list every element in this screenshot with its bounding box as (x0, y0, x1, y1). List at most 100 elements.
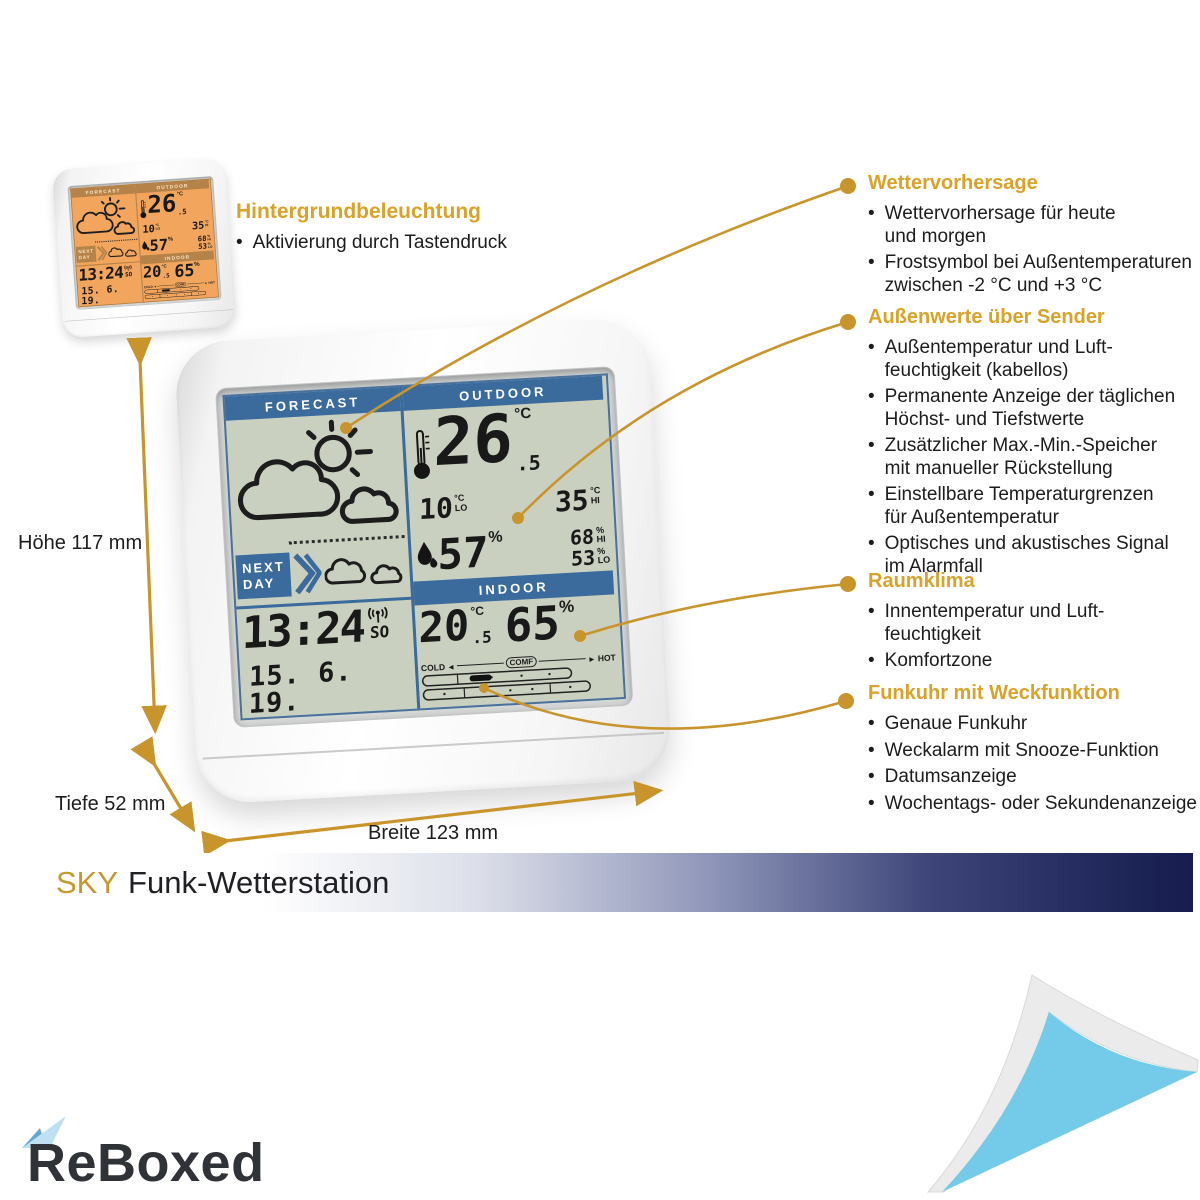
arrow-left-icon (447, 661, 455, 671)
comfort-cold-label: COLD (420, 661, 446, 673)
percent-sign: % (558, 596, 575, 617)
outdoor-humidity: 57 % 68 %HI 53 %LO (415, 523, 611, 580)
annotation-bullet: Weckalarm mit Snooze-Funktion (868, 740, 1198, 763)
annotation-title: Außenwerte über Sender (868, 306, 1105, 328)
clock-time: 13:24 (78, 263, 124, 285)
outdoor-low-value: 10 (418, 491, 454, 527)
indoor-temp-decimal: .5 (162, 271, 170, 280)
device-body: FORECAST OUTDOOR INDOOR (173, 317, 673, 805)
depth-dimension-label: Tiefe 52 mm (55, 793, 166, 815)
next-day-line1: NEXT (241, 558, 286, 576)
annotation-bullet: Genaue Funkuhr (868, 713, 1198, 736)
annotation-bullet: Frostsymbol bei Außentemperaturen zwisch… (868, 252, 1198, 297)
radio-signal-icon (124, 265, 132, 271)
date-display: 15. 6. 19. (248, 656, 353, 720)
annotation-bullet: Komfortzone (868, 650, 1198, 673)
indoor-values: 20 °C.5 65 % (142, 260, 215, 282)
next-day-indicator: NEXT DAY (75, 242, 140, 265)
annotation-bullet: Einstellbare Temperaturgrenzen für Außen… (868, 484, 1198, 529)
low-tag: LO (454, 502, 468, 514)
sun-behind-clouds-icon (237, 419, 399, 524)
annotation-title: Wettervorhersage (868, 172, 1038, 194)
clock-time: 13:24 (241, 601, 365, 660)
next-day-arrow-icon (96, 245, 108, 261)
indoor-humidity-value: 65 (504, 595, 561, 653)
backlight-bullet: Aktivierung durch Tastendruck (236, 232, 566, 255)
annotation-aussenwerte: Außenwerte über Sender Außentemperatur u… (868, 306, 1198, 582)
comfort-scale-bar (144, 290, 207, 300)
screen-bezel: FORECAST OUTDOOR INDOOR (67, 176, 222, 310)
sun-behind-clouds-icon (76, 196, 136, 235)
backlight-title: Hintergrundbeleuchtung (236, 200, 481, 223)
annotation-bullet: Datumsanzeige (868, 766, 1198, 789)
comfort-cold-label: COLD (143, 284, 153, 289)
annotation-bullet: Permanente Anzeige der täglichen Höchst-… (868, 386, 1198, 431)
next-day-label: NEXT DAY (235, 552, 292, 600)
height-dimension-label: Höhe 117 mm (18, 532, 143, 554)
outdoor-temperature: 26 °C .5 (432, 399, 542, 482)
humidity-low-value: 53 (571, 544, 596, 571)
outdoor-temp-value: 26 (432, 399, 514, 482)
device-base-seam (202, 731, 665, 760)
annotation-bullet: Wettervorhersage für heute und morgen (868, 203, 1198, 248)
outdoor-humidity: 57 % 68 %HI 53 %LO (141, 234, 213, 255)
page-curl-front (942, 1012, 1197, 1192)
next-day-arrow-icon (293, 553, 323, 595)
indoor-humidity-value: 65 (174, 259, 195, 282)
indoor-label: INDOOR (478, 578, 550, 598)
outdoor-humidity-value: 57 (149, 235, 168, 255)
next-day-label: NEXT DAY (75, 245, 97, 264)
weather-station-device: FORECAST OUTDOOR INDOOR (173, 317, 673, 805)
humidity-high-value: 68 (570, 523, 595, 550)
low-tag: LO (155, 226, 161, 231)
page-curl-graphic (926, 974, 1199, 1193)
logo-fold-icon (22, 1116, 66, 1148)
forecast-label: FORECAST (264, 393, 361, 415)
clock-area: 13:24 SO 15. 6. 1 (239, 601, 417, 720)
high-tag: HI (590, 494, 601, 506)
next-day-clouds-icon (108, 247, 137, 258)
next-day-clouds-icon (324, 558, 403, 585)
clock-area: 13:24 SO 15. 6. 1 (77, 263, 142, 307)
lcd-screen: FORECAST OUTDOOR INDOOR (222, 373, 627, 721)
comfort-mid-label: COMF (505, 655, 538, 669)
forecast-label: FORECAST (85, 187, 121, 196)
outdoor-temp-value: 26 (147, 188, 177, 219)
arrow-right-icon (588, 653, 596, 663)
comfort-zone-scale: COLD COMF HOT (143, 280, 216, 300)
weekday: SO (125, 270, 133, 278)
outdoor-low-value: 10 (142, 222, 155, 236)
weather-station-backlit-mini: FORECAST OUTDOOR INDOOR (52, 157, 237, 339)
height-dimension-arrow (126, 337, 167, 735)
width-dimension-label: Breite 123 mm (368, 822, 499, 844)
device-body: FORECAST OUTDOOR INDOOR (52, 157, 237, 339)
next-day-line2: DAY (78, 254, 91, 261)
backlight-annotation: Hintergrundbeleuchtung Aktivierung durch… (236, 200, 566, 259)
annotation-bullet: Innentemperatur und Luft- feuchtigkeit (868, 601, 1198, 646)
weekday: SO (369, 621, 390, 643)
annotation-title: Funkuhr mit Weckfunktion (868, 682, 1120, 704)
comfort-mid-label: COMF (174, 282, 187, 287)
percent-sign: % (193, 260, 200, 268)
comfort-zone-scale: COLD COMF HOT (421, 651, 618, 701)
radio-signal-icon (368, 607, 389, 623)
low-tag: LO (207, 244, 213, 249)
lcd-screen: FORECAST OUTDOOR INDOOR (70, 178, 219, 308)
humidity-drops-icon (417, 541, 438, 568)
humidity-drops-icon (142, 241, 150, 251)
outdoor-high-value: 35 (192, 218, 205, 232)
annotation-bullet: Außentemperatur und Luft- feuchtigkeit (… (868, 337, 1198, 382)
high-tag: HI (204, 223, 209, 227)
temp-unit: °C (470, 603, 485, 619)
outdoor-humidity-value: 57 (437, 527, 489, 580)
humidity-low-value: 53 (198, 241, 208, 251)
outdoor-temp-decimal: .5 (178, 207, 187, 217)
outdoor-high-value: 35 (554, 483, 590, 519)
arrow-left-icon (153, 284, 156, 288)
percent-sign: % (487, 528, 504, 547)
annotation-wettervorhersage: Wettervorhersage Wettervorhersage für he… (868, 172, 1198, 301)
next-day-indicator: NEXT DAY (235, 543, 410, 603)
outdoor-temperature: 26 °C .5 (147, 188, 188, 219)
